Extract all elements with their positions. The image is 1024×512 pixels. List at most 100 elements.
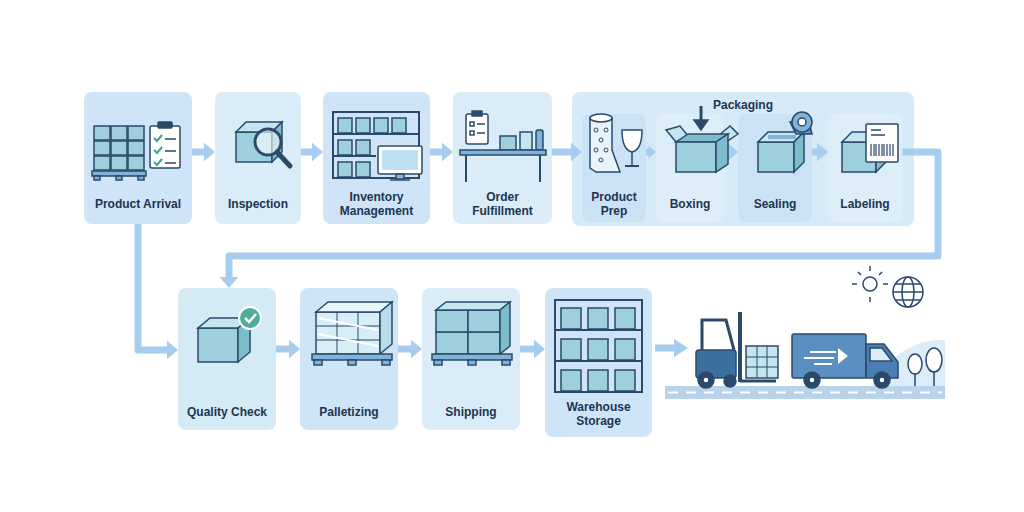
shelf-icon bbox=[374, 118, 388, 133]
text-area: Quality Check bbox=[178, 395, 276, 429]
rack-icon bbox=[561, 339, 581, 360]
packing-table-icon bbox=[539, 155, 541, 182]
tape-icon bbox=[758, 142, 794, 172]
group-heading: Packaging bbox=[713, 98, 773, 112]
rack-icon bbox=[588, 370, 608, 391]
rack-icon bbox=[555, 300, 642, 392]
flow-arrow bbox=[812, 143, 828, 162]
arrow-line bbox=[646, 149, 651, 156]
box-icon bbox=[718, 126, 738, 142]
pallet-icon bbox=[111, 141, 127, 155]
forklift bbox=[740, 380, 776, 383]
pallet-icon bbox=[436, 310, 468, 332]
tape-icon bbox=[798, 118, 806, 126]
arrow-line bbox=[301, 149, 315, 156]
wrapped-pallet-icon bbox=[316, 312, 380, 354]
globe bbox=[902, 277, 914, 307]
wrapped-pallet-icon bbox=[312, 302, 392, 365]
arrow-line bbox=[724, 149, 731, 156]
rack-icon bbox=[555, 360, 642, 362]
arrow-head bbox=[534, 340, 545, 359]
pallet-icon bbox=[111, 156, 127, 170]
bubble-wrap-icon bbox=[594, 148, 598, 152]
text-area: Inspection bbox=[215, 186, 301, 222]
bubble-wrap-icon bbox=[594, 128, 608, 162]
box-icon bbox=[666, 126, 688, 142]
shelf-icon bbox=[356, 118, 370, 133]
shelf-icon bbox=[356, 140, 370, 155]
rack-icon bbox=[615, 339, 635, 360]
truck bbox=[804, 352, 836, 364]
wrapped-pallet-icon bbox=[316, 312, 380, 354]
label-icon bbox=[842, 132, 886, 142]
flow-arrow bbox=[220, 152, 938, 288]
flow-arrow bbox=[520, 340, 545, 359]
packing-table-icon bbox=[466, 114, 488, 144]
pallet-icon bbox=[432, 302, 512, 365]
bubble-wrap-icon bbox=[622, 130, 642, 152]
process-box: Boxing bbox=[656, 114, 724, 222]
rack-icon bbox=[561, 370, 581, 391]
arrow-line bbox=[520, 346, 537, 353]
wrapped-pallet-icon bbox=[314, 360, 322, 365]
flow-arrow bbox=[552, 143, 582, 162]
flow-arrow bbox=[276, 340, 300, 359]
clipboard-icon bbox=[158, 122, 172, 128]
node-label: Labeling bbox=[840, 197, 889, 211]
arrow-line bbox=[276, 346, 292, 353]
arrow-head bbox=[649, 146, 657, 159]
pallet-icon bbox=[436, 302, 510, 310]
shelf-icon bbox=[390, 179, 410, 181]
truck bbox=[792, 334, 898, 388]
bubble-wrap-icon bbox=[590, 118, 612, 168]
forklift bbox=[746, 346, 778, 378]
flow-arrow bbox=[655, 345, 676, 352]
forklift bbox=[696, 350, 736, 378]
hill bbox=[872, 340, 945, 386]
arrow-line bbox=[138, 224, 170, 350]
flow-arrow bbox=[301, 143, 323, 162]
forklift bbox=[698, 372, 714, 388]
box-icon bbox=[700, 106, 703, 122]
label-icon bbox=[876, 132, 886, 172]
packing-table-icon bbox=[500, 136, 516, 150]
tree bbox=[914, 372, 916, 386]
shelf-icon bbox=[333, 112, 422, 180]
inspect-icon bbox=[272, 122, 282, 162]
hill bbox=[872, 340, 945, 386]
pallet-icon bbox=[468, 332, 500, 354]
truck bbox=[879, 377, 885, 383]
flow-arrow bbox=[430, 143, 453, 162]
tree bbox=[908, 354, 922, 374]
text-area: Product Prep bbox=[582, 186, 646, 222]
pallet-icon bbox=[434, 360, 442, 365]
shelf-icon bbox=[392, 118, 406, 133]
flow-arrow bbox=[138, 224, 178, 359]
process-box: Palletizing bbox=[300, 288, 398, 430]
text-area: Product Arrival bbox=[84, 186, 192, 222]
process-box: Inspection bbox=[215, 92, 301, 224]
tree bbox=[926, 348, 942, 372]
pallet-icon bbox=[128, 141, 144, 155]
road bbox=[665, 386, 945, 399]
process-box: Warehouse Storage bbox=[545, 288, 652, 437]
text-area: Order Fulfillment bbox=[453, 186, 552, 222]
process-box: Labeling bbox=[828, 114, 902, 222]
arrow-head bbox=[204, 143, 215, 162]
tape-icon bbox=[790, 118, 812, 134]
truck bbox=[874, 372, 890, 388]
arrow-head bbox=[442, 143, 453, 162]
text-area: Palletizing bbox=[300, 395, 398, 429]
process-box: Order Fulfillment bbox=[453, 92, 552, 224]
inspect-icon bbox=[236, 122, 290, 166]
arrow-head bbox=[289, 340, 300, 359]
forklift bbox=[703, 377, 709, 383]
pallet-icon bbox=[94, 126, 110, 140]
rack-icon bbox=[555, 300, 642, 392]
inspect-icon bbox=[236, 122, 282, 132]
flow-arrow bbox=[655, 339, 688, 357]
shelf-icon bbox=[396, 174, 404, 179]
flow-arrow bbox=[724, 143, 738, 161]
truck bbox=[866, 344, 898, 378]
